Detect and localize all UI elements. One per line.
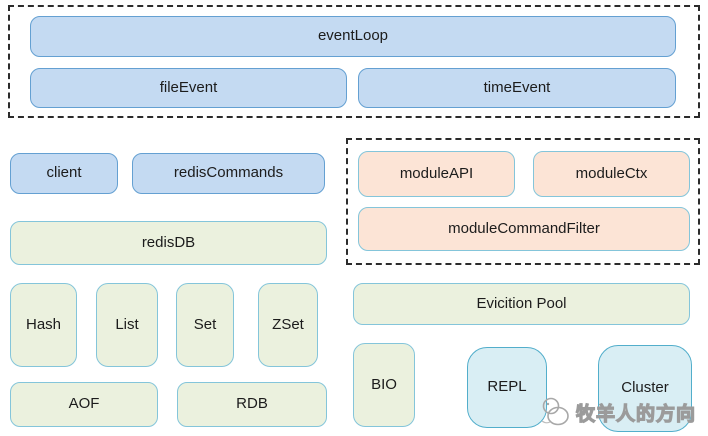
block-hash: Hash	[10, 283, 77, 367]
block-client: client	[10, 153, 118, 194]
block-module-ctx: moduleCtx	[533, 151, 690, 197]
block-module-command-filter: moduleCommandFilter	[358, 207, 690, 251]
block-redis-db: redisDB	[10, 221, 327, 265]
block-module-api: moduleAPI	[358, 151, 515, 197]
block-file-event: fileEvent	[30, 68, 347, 108]
block-repl: REPL	[467, 347, 547, 428]
block-eviction-pool: Evicition Pool	[353, 283, 690, 325]
block-time-event: timeEvent	[358, 68, 676, 108]
block-list: List	[96, 283, 158, 367]
block-rdb: RDB	[177, 382, 327, 427]
event-loop-group	[8, 5, 700, 118]
block-redis-commands: redisCommands	[132, 153, 325, 194]
block-aof: AOF	[10, 382, 158, 427]
module-group	[346, 138, 700, 265]
block-cluster: Cluster	[598, 345, 692, 432]
block-set: Set	[176, 283, 234, 367]
block-zset: ZSet	[258, 283, 318, 367]
block-event-loop: eventLoop	[30, 16, 676, 57]
block-bio: BIO	[353, 343, 415, 427]
